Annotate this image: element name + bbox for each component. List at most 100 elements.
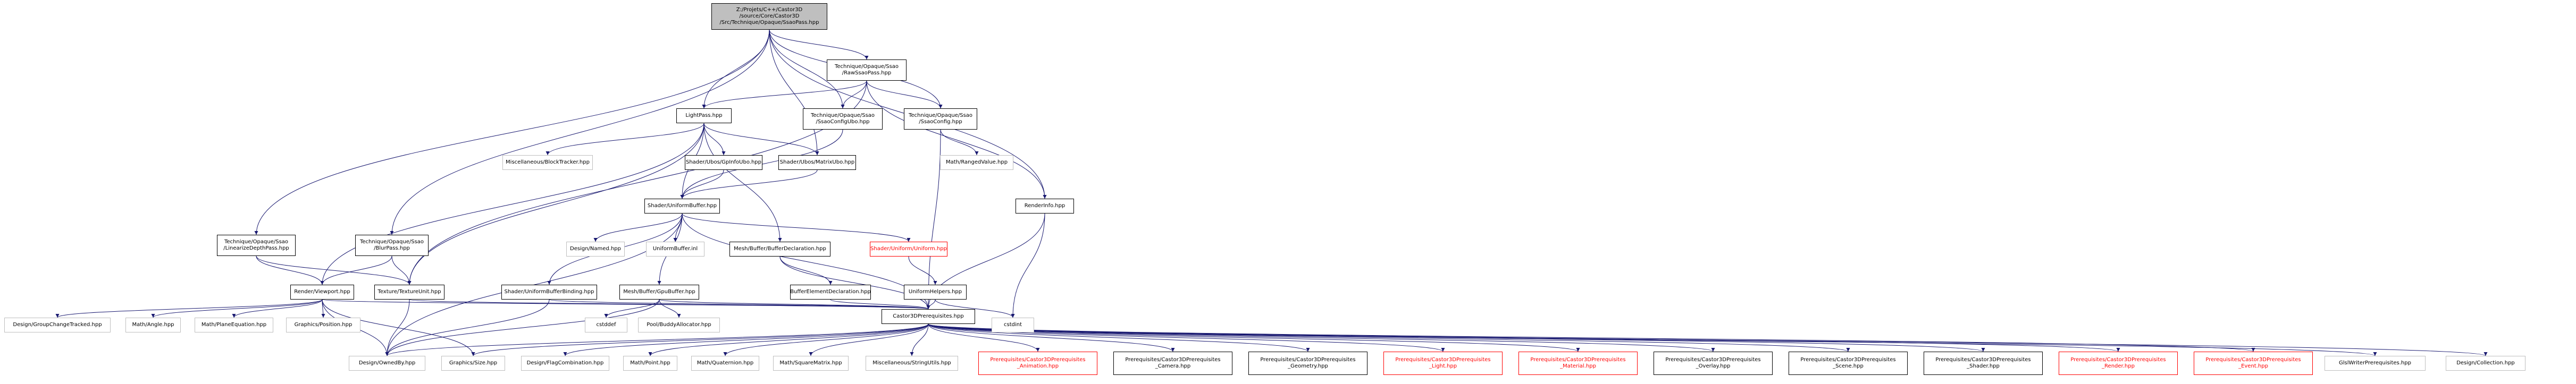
edge-renderinfo-to-cstdint <box>1011 213 1045 318</box>
graph-node-unihelpers[interactable]: UniformHelpers.hpp <box>904 285 967 300</box>
graph-node-sqmat[interactable]: Math/SquareMatrix.hpp <box>773 356 849 371</box>
graph-node-gpinfo[interactable]: Shader/Ubos/GpInfoUbo.hpp <box>685 155 762 170</box>
graph-node-size[interactable]: Graphics/Size.hpp <box>441 356 505 371</box>
graph-node-p_shader[interactable]: Prerequisites/Castor3DPrerequisites_Shad… <box>1924 352 2043 375</box>
graph-node-p_mat[interactable]: Prerequisites/Castor3DPrerequisites_Mate… <box>1518 352 1638 375</box>
graph-node-coll[interactable]: Design/Collection.hpp <box>2446 356 2525 371</box>
edge-viewport-to-groupchange <box>55 299 323 318</box>
node-label-line: Design/OwnedBy.hpp <box>358 360 416 366</box>
edge-lightpass-to-bufdecl <box>703 123 782 242</box>
edge-bufelem-to-prereq <box>830 299 930 310</box>
graph-node-rangedvalue[interactable]: Math/RangedValue.hpp <box>940 155 1013 170</box>
node-label-line: GlslWriterPrerequisites.hpp <box>2339 360 2411 366</box>
graph-node-p_render[interactable]: Prerequisites/Castor3DPrerequisites_Rend… <box>2059 352 2178 375</box>
edge-prereq-to-p_geom <box>928 323 1310 352</box>
graph-node-lightpass[interactable]: LightPass.hpp <box>676 108 732 123</box>
edge-prereq-to-p_mat <box>928 323 1580 352</box>
graph-node-ub[interactable]: Shader/UniformBuffer.hpp <box>644 199 720 214</box>
graph-node-cstddef[interactable]: cstddef <box>585 318 627 332</box>
graph-node-quat[interactable]: Math/Quaternion.hpp <box>691 356 759 371</box>
graph-node-p_scene[interactable]: Prerequisites/Castor3DPrerequisites_Scen… <box>1789 352 1908 375</box>
node-label-line: Prerequisites/Castor3DPrerequisites <box>2205 357 2301 363</box>
graph-node-lindepth[interactable]: Technique/Opaque/Ssao/LinearizeDepthPass… <box>217 235 296 256</box>
node-label-line: Prerequisites/Castor3DPrerequisites <box>1935 357 2031 363</box>
edge-prereq-to-coll <box>928 323 2487 356</box>
graph-node-p_geom[interactable]: Prerequisites/Castor3DPrerequisites_Geom… <box>1248 352 1367 375</box>
edge-gpubuf-to-prereq <box>659 299 930 310</box>
graph-node-uniform[interactable]: Shader/Uniform/Uniform.hpp <box>870 242 947 257</box>
node-label-line: Technique/Opaque/Ssao <box>359 239 424 245</box>
graph-node-p_over[interactable]: Prerequisites/Castor3DPrerequisites_Over… <box>1654 352 1773 375</box>
node-label-line: _Shader.hpp <box>1967 363 2000 369</box>
graph-node-position[interactable]: Graphics/Position.hpp <box>286 318 360 332</box>
graph-node-prereq[interactable]: Castor3DPrerequisites.hpp <box>882 309 975 324</box>
edge-ssaoconfig-to-rangedvalue <box>940 129 979 156</box>
node-label-line: Miscellaneous/StringUtils.hpp <box>872 360 951 366</box>
graph-node-point[interactable]: Math/Point.hpp <box>623 356 677 371</box>
edge-prereq-to-p_over <box>928 323 1715 352</box>
graph-node-p_event[interactable]: Prerequisites/Castor3DPrerequisites_Even… <box>2194 352 2313 375</box>
edge-viewport-to-size <box>322 299 475 356</box>
node-label-line: Shader/Ubos/GpInfoUbo.hpp <box>685 159 761 165</box>
graph-node-misc_block[interactable]: Miscellaneous/BlockTracker.hpp <box>502 155 593 170</box>
edge-viewport-to-angle <box>151 299 323 318</box>
graph-node-bufdecl[interactable]: Mesh/Buffer/BufferDeclaration.hpp <box>729 242 830 257</box>
graph-node-root[interactable]: Z:/Projets/C++/Castor3D/source/Core/Cast… <box>711 3 827 30</box>
graph-node-strutils[interactable]: Miscellaneous/StringUtils.hpp <box>866 356 958 371</box>
graph-node-raw[interactable]: Technique/Opaque/Ssao/RawSsaoPass.hpp <box>827 59 907 81</box>
node-label-line: RenderInfo.hpp <box>1024 203 1065 209</box>
edge-prereq-to-point <box>648 323 929 356</box>
edge-prereq-to-quat <box>723 323 929 356</box>
node-label-line: Pool/BuddyAllocator.hpp <box>647 322 711 328</box>
node-label-line: Math/RangedValue.hpp <box>945 159 1008 165</box>
node-label-line: _Event.hpp <box>2238 363 2268 369</box>
edge-viewport-to-plane <box>232 299 323 318</box>
edge-unihelpers-to-cstdint <box>935 299 1015 318</box>
graph-node-glsl[interactable]: GlslWriterPrerequisites.hpp <box>2325 356 2426 371</box>
node-label-line: Shader/UniformBuffer.hpp <box>647 203 717 209</box>
graph-node-ownedby[interactable]: Design/OwnedBy.hpp <box>349 356 425 371</box>
graph-node-flagcomb[interactable]: Design/FlagCombination.hpp <box>521 356 609 371</box>
graph-node-matrixubo[interactable]: Shader/Ubos/MatrixUbo.hpp <box>778 155 856 170</box>
node-label-line: Mesh/Buffer/GpuBuffer.hpp <box>623 289 695 295</box>
edge-lindepth-to-viewport <box>256 255 324 285</box>
graph-node-bufelem[interactable]: BufferElementDeclaration.hpp <box>790 285 871 300</box>
graph-node-texunit[interactable]: Texture/TextureUnit.hpp <box>374 285 444 300</box>
edge-lindepth-to-texunit <box>256 255 412 285</box>
edge-gpubuf-to-ownedby <box>385 299 660 356</box>
node-label-line: /SsaoConfigUbo.hpp <box>816 119 870 125</box>
node-label-line: Design/Named.hpp <box>570 246 621 252</box>
node-label-line: Render/Viewport.hpp <box>294 289 350 295</box>
edge-prereq-to-p_light <box>928 323 1445 352</box>
node-label-line: Graphics/Position.hpp <box>294 322 353 328</box>
graph-node-gpubuf[interactable]: Mesh/Buffer/GpuBuffer.hpp <box>619 285 699 300</box>
node-label-line: UniformHelpers.hpp <box>908 289 962 295</box>
node-label-line: _Material.hpp <box>1560 363 1596 369</box>
graph-node-p_light[interactable]: Prerequisites/Castor3DPrerequisites_Ligh… <box>1383 352 1503 375</box>
edge-ssaoconfigubo-to-ub <box>680 129 843 199</box>
node-label-line: Prerequisites/Castor3DPrerequisites <box>1530 357 1626 363</box>
graph-node-ubbinding[interactable]: Shader/UniformBufferBinding.hpp <box>501 285 597 300</box>
graph-node-blur[interactable]: Technique/Opaque/Ssao/BlurPass.hpp <box>355 235 429 256</box>
node-label-line: LightPass.hpp <box>685 113 723 118</box>
graph-node-cstdint[interactable]: cstdint <box>992 318 1034 332</box>
edge-raw-to-lightpass <box>702 80 867 109</box>
graph-node-named[interactable]: Design/Named.hpp <box>566 242 625 257</box>
graph-node-renderinfo[interactable]: RenderInfo.hpp <box>1016 199 1074 214</box>
graph-node-p_anim[interactable]: Prerequisites/Castor3DPrerequisites_Anim… <box>978 352 1097 375</box>
graph-node-groupchange[interactable]: Design/GroupChangeTracked.hpp <box>4 318 111 332</box>
graph-node-viewport[interactable]: Render/Viewport.hpp <box>290 285 354 300</box>
node-label-line: _Scene.hpp <box>1833 363 1864 369</box>
edge-lightpass-to-gpinfo <box>703 123 726 156</box>
graph-node-angle[interactable]: Math/Angle.hpp <box>125 318 181 332</box>
graph-node-p_cam[interactable]: Prerequisites/Castor3DPrerequisites_Came… <box>1113 352 1232 375</box>
node-label-line: UniformBuffer.inl <box>652 246 698 252</box>
graph-node-ssaoconfig[interactable]: Technique/Opaque/Ssao/SsaoConfig.hpp <box>904 108 977 130</box>
node-label-line: _Camera.hpp <box>1155 363 1191 369</box>
node-label-line: /source/Core/Castor3D <box>739 13 800 19</box>
graph-node-ssaoconfigubo[interactable]: Technique/Opaque/Ssao/SsaoConfigUbo.hpp <box>803 108 883 130</box>
graph-node-ubinl[interactable]: UniformBuffer.inl <box>646 242 704 257</box>
graph-node-plane[interactable]: Math/PlaneEquation.hpp <box>195 318 273 332</box>
graph-node-pool[interactable]: Pool/BuddyAllocator.hpp <box>638 318 720 332</box>
